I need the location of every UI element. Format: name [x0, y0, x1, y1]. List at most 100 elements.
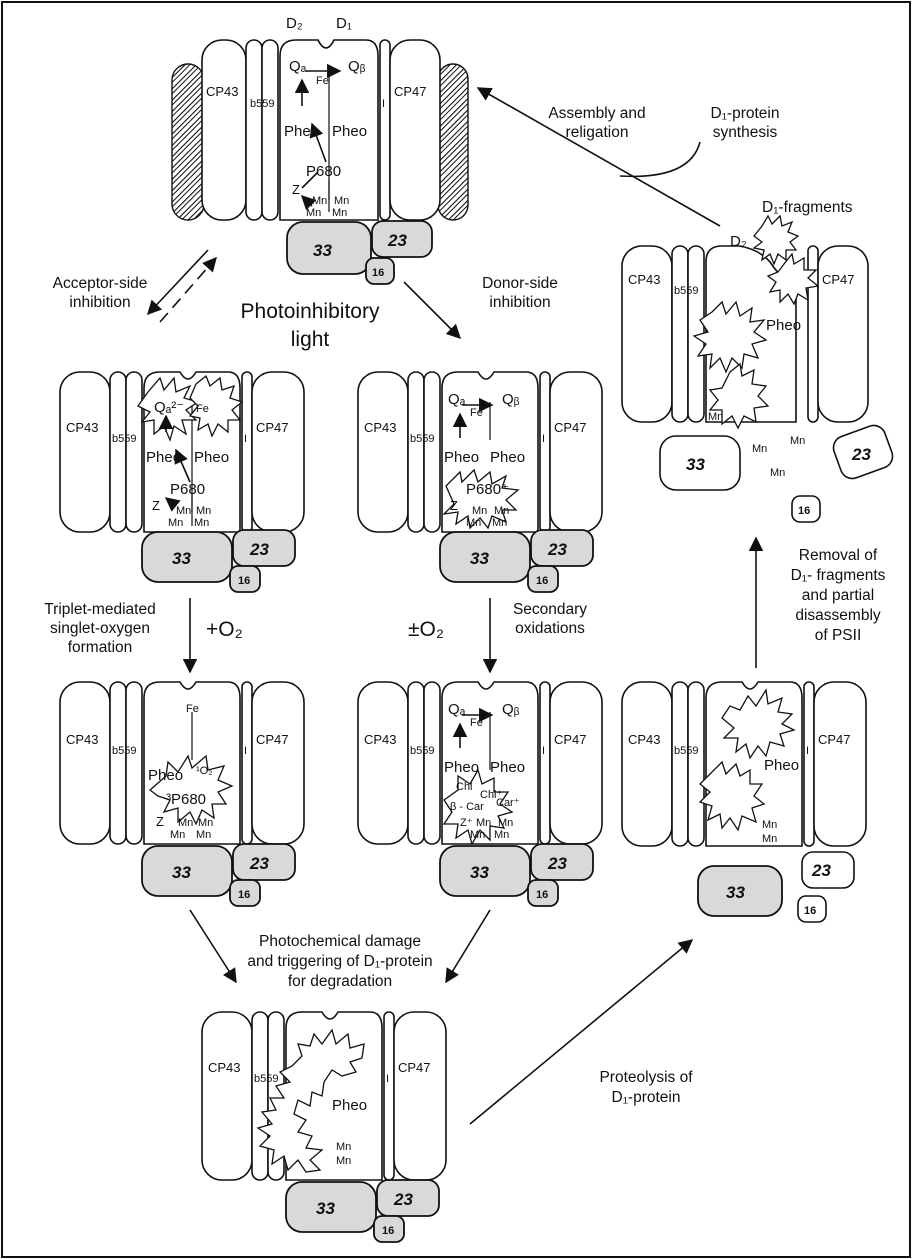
label-b559: b559: [112, 433, 136, 445]
label-mn: Mn: [196, 829, 211, 841]
label-i: I: [542, 433, 545, 445]
label-cp43: CP43: [66, 732, 99, 747]
psbi-bar: [380, 40, 390, 220]
label-b559: b559: [254, 1073, 278, 1085]
label-b559: b559: [112, 745, 136, 757]
b559-bar-1: [408, 372, 424, 532]
psbi-bar: [242, 372, 252, 532]
label-b559: b559: [674, 745, 698, 757]
label-mn: Mn: [472, 505, 487, 517]
b559-bar-1: [672, 682, 688, 846]
caption-pm-o2: ±O₂: [408, 618, 444, 641]
label-qa: Qₐ: [448, 391, 466, 408]
caption-photochemical-3: for degradation: [288, 973, 392, 990]
panel-singlet-oxygen: CP43 b559 Fe I CP47 Pheo ¹O₂ ³P680 Z Mn …: [60, 682, 304, 906]
label-mn: Mn: [470, 829, 485, 841]
label-cp43: CP43: [628, 732, 661, 747]
arrow-damage-right: [446, 910, 490, 982]
caption-photochemical-2: and triggering of D₁-protein: [247, 953, 432, 970]
b559-bar-1: [408, 682, 424, 844]
label-qa: Qₐ: [289, 58, 307, 75]
label-mn: Mn: [770, 467, 785, 479]
b559-bar-2: [262, 40, 278, 220]
caption-assembly-2: religation: [566, 124, 629, 141]
arrow-donor-side: [404, 282, 460, 338]
label-16: 16: [536, 889, 548, 901]
label-cp47: CP47: [398, 1060, 431, 1075]
label-z-plus: Z⁺: [460, 817, 473, 829]
label-p680-triplet: ³P680: [166, 791, 206, 808]
label-23: 23: [547, 540, 567, 559]
label-pheo-d1: Pheo: [490, 759, 525, 776]
cp47-block: [550, 682, 602, 844]
label-b559: b559: [410, 745, 434, 757]
label-pheo: Pheo: [148, 767, 183, 784]
label-singlet-o2: ¹O₂: [196, 765, 213, 777]
label-16: 16: [372, 267, 384, 279]
caption-d1-fragments: D₁-fragments: [762, 199, 853, 216]
label-33: 33: [726, 883, 745, 902]
label-mn: Mn: [306, 207, 321, 219]
cp43-block: [60, 372, 110, 532]
label-mn: Mn: [494, 505, 509, 517]
label-fe: Fe: [470, 717, 483, 729]
label-z: Z: [450, 498, 458, 513]
label-33: 33: [470, 549, 489, 568]
cp47-block: [394, 1012, 446, 1180]
label-cp47: CP47: [822, 272, 855, 287]
label-pheo-d2: Pheo: [444, 759, 479, 776]
caption-triplet-3: formation: [68, 639, 133, 656]
label-33: 33: [470, 863, 489, 882]
panel-acceptor-side: CP43 b559 Qₐ²⁻ Fe I CP47 Pheo Pheo P680 …: [60, 372, 304, 592]
label-cp47: CP47: [554, 732, 587, 747]
caption-photoinhibitory: Photoinhibitory: [241, 300, 380, 323]
label-mn: Mn: [762, 833, 777, 845]
label-i: I: [382, 98, 385, 110]
label-mn: Mn: [178, 817, 193, 829]
lhc-antenna-right: [438, 64, 468, 220]
label-23: 23: [547, 854, 567, 873]
label-qb: Qᵦ: [502, 701, 520, 718]
psbi-bar: [242, 682, 252, 844]
label-33: 33: [313, 241, 332, 260]
label-pheo-d2: Pheo: [444, 449, 479, 466]
caption-secondary: Secondary: [513, 601, 587, 618]
label-p680: P680: [170, 481, 205, 498]
d1-synthesis-connector: [620, 142, 700, 176]
label-mn: Mn: [498, 817, 513, 829]
label-p680-plus: P680⁺: [466, 481, 509, 498]
label-mn: Mn: [334, 195, 349, 207]
label-d2: D₂: [286, 15, 303, 32]
label-mn: Mn: [194, 517, 209, 529]
label-23: 23: [811, 861, 831, 880]
panel-disassembled-psii: CP43 b559 CP47 D₂ Pheo Mn Mn Mn Mn 33 23…: [622, 216, 896, 522]
label-23: 23: [851, 445, 871, 464]
label-mn: Mn: [708, 411, 723, 423]
cp47-block: [252, 372, 304, 532]
label-16: 16: [382, 1225, 394, 1237]
label-chl: Chl: [456, 781, 473, 793]
label-mn: Mn: [466, 517, 481, 529]
caption-photochemical: Photochemical damage: [259, 933, 421, 950]
label-i: I: [244, 433, 247, 445]
label-mn: Mn: [168, 517, 183, 529]
caption-removal: Removal of: [799, 547, 878, 564]
caption-removal-3: and partial: [802, 587, 874, 604]
b559-bar-1: [110, 372, 126, 532]
label-fe: Fe: [196, 403, 209, 415]
panel-d1-degradation: CP43 b559 I CP47 Pheo Mn Mn 33 23 16: [202, 1012, 446, 1242]
label-qb: Qᵦ: [502, 391, 520, 408]
b559-bar-2: [688, 682, 704, 846]
b559-bar-1: [110, 682, 126, 844]
label-cp47: CP47: [256, 732, 289, 747]
label-cp43: CP43: [206, 84, 239, 99]
arrow-acceptor-recovery: [160, 258, 216, 322]
label-z: Z: [152, 498, 160, 513]
label-pheo-d2: Pheo: [284, 123, 319, 140]
caption-removal-2: D₁- fragments: [791, 567, 886, 584]
label-pheo: Pheo: [766, 317, 801, 334]
label-mn: Mn: [492, 517, 507, 529]
label-23: 23: [249, 854, 269, 873]
cp43-block: [622, 682, 672, 846]
